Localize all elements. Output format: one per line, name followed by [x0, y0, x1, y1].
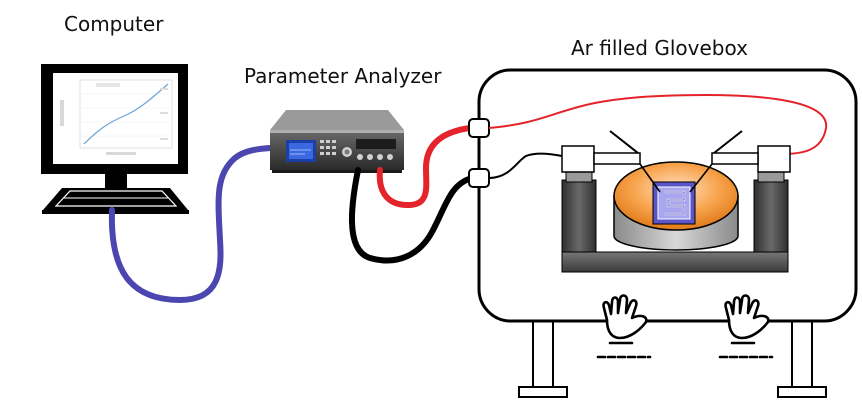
computer-label: Computer — [64, 12, 164, 36]
glovebox-foot-right — [777, 386, 827, 398]
glovebox-label: Ar filled Glovebox — [571, 36, 748, 60]
probe-arm-left — [593, 152, 641, 165]
glovebox-leg-left — [532, 320, 554, 390]
red-cable-outside — [376, 125, 473, 209]
screen-plot-curve — [83, 83, 169, 145]
feedthrough-port-top — [468, 118, 490, 138]
glove-icon — [596, 294, 652, 359]
monitor-neck — [105, 174, 127, 188]
analyzer-top — [270, 110, 404, 130]
screen-plot — [60, 79, 173, 155]
keyboard-base — [43, 188, 188, 210]
black-cable-inside — [488, 152, 563, 179]
parameter-analyzer-icon — [270, 110, 404, 173]
feedthrough-port-bottom — [468, 168, 490, 188]
micromanipulator-right — [757, 145, 791, 173]
keyboard-outline — [54, 190, 178, 207]
monitor-screen — [53, 73, 178, 164]
red-cable-inside — [488, 94, 828, 155]
probe-needle-left — [639, 163, 661, 193]
probe-support-left — [561, 179, 597, 253]
glovebox-foot-left — [518, 386, 568, 398]
glovebox-leg-right — [791, 320, 813, 390]
probe-station-base — [561, 251, 789, 273]
glovebox-icon — [468, 68, 858, 398]
probe-needle-right — [689, 163, 713, 193]
micromanipulator-left — [561, 145, 595, 173]
parameter-analyzer-label: Parameter Analyzer — [244, 64, 442, 88]
usb-cable — [108, 145, 273, 304]
probe-support-right — [753, 179, 789, 253]
computer-icon — [41, 64, 189, 214]
probe-arm-right — [711, 152, 759, 165]
black-cable-outside — [348, 167, 475, 264]
glove-icon — [718, 294, 774, 359]
